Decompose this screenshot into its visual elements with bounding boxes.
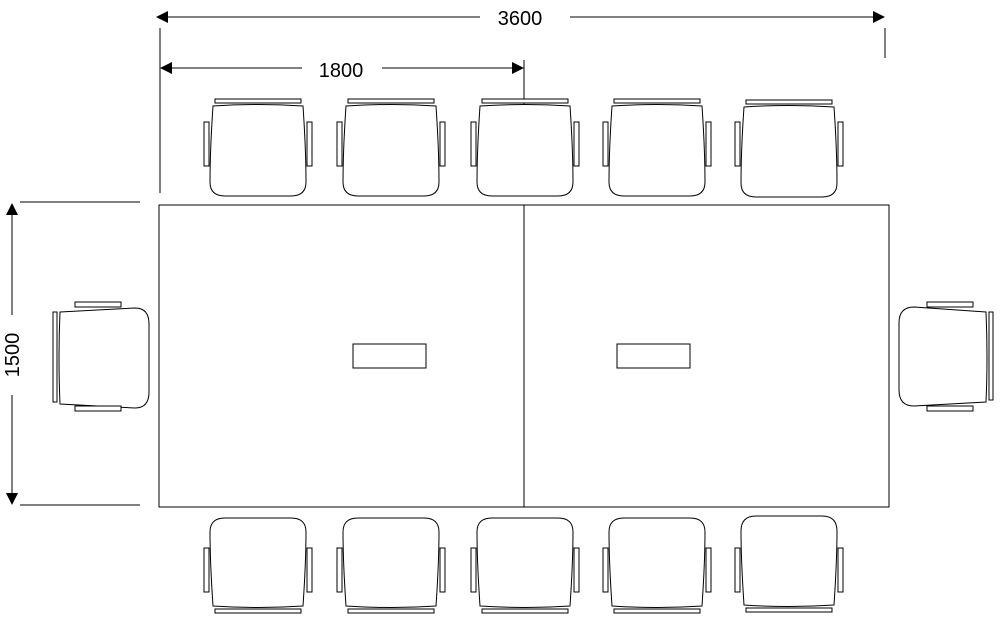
chair-top-3 xyxy=(470,98,580,197)
dimension-label-1500: 1500 xyxy=(2,333,24,378)
chair-left-end xyxy=(52,301,150,412)
dimension-1500: 1500 xyxy=(2,201,140,506)
chair-top-2 xyxy=(336,98,446,197)
chair-top-1 xyxy=(203,98,313,197)
chair-bottom-3 xyxy=(470,517,580,614)
chair-bottom-5 xyxy=(734,515,844,613)
chair-top-4 xyxy=(602,98,712,197)
chair-bottom-2 xyxy=(336,517,446,614)
chair-top-5 xyxy=(734,99,844,198)
cable-port-right xyxy=(616,343,691,369)
dimension-label-3600: 3600 xyxy=(498,8,543,30)
table-right xyxy=(523,204,890,508)
dimension-label-1800: 1800 xyxy=(319,60,364,82)
conference-table xyxy=(158,204,890,508)
table-left xyxy=(158,204,525,508)
chair-bottom-4 xyxy=(602,517,712,614)
chair-bottom-1 xyxy=(203,517,313,614)
chair-right-end xyxy=(898,301,994,412)
dimension-3600: 3600 xyxy=(156,8,886,193)
cable-port-left xyxy=(352,343,427,369)
